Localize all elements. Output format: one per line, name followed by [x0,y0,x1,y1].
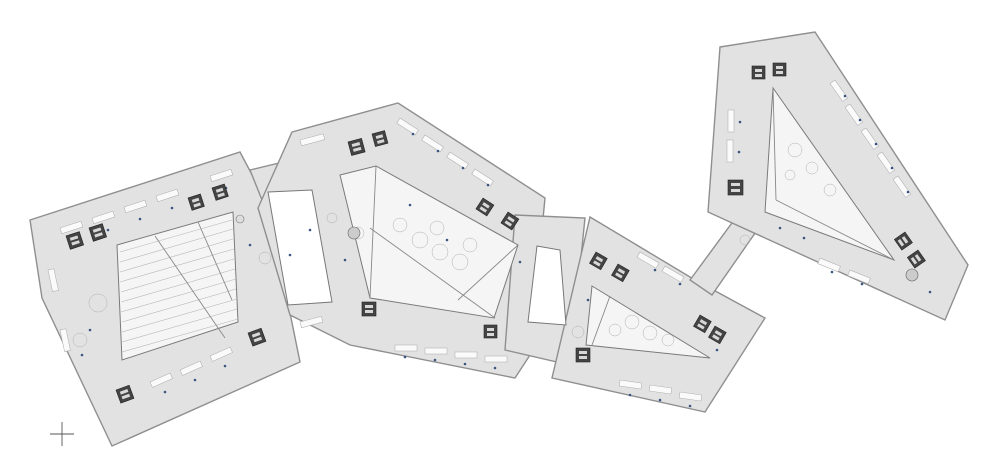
stair-core-icon [115,384,135,404]
chairs [73,94,932,408]
stair-core-icon [589,251,608,271]
north-east-atrium [764,86,896,262]
stair-core-icon [893,231,913,251]
stair-core-icon [906,249,926,269]
center-west-atrium [339,165,519,319]
stair-core-icon [500,211,520,231]
stair-core-icon [88,223,108,242]
stair-core-icon [708,325,727,345]
north-marker-cross-icon [50,422,74,446]
spiral-stairs [235,214,919,282]
stair-core-icon [187,193,205,211]
stair-core-icon [347,138,366,156]
center-east-atrium [585,285,711,359]
middle-light-well [527,245,567,326]
stair-core-icon [65,231,85,250]
north-east-wing-slab [707,31,969,321]
center-east-wing-slab [551,215,766,413]
west-atrium-terraces [119,219,239,353]
west-atrium [116,211,239,361]
stair-core-icon [727,179,744,196]
stair-core-icon [751,65,766,80]
stair-core-icon [693,314,712,334]
stair-core-icon [483,324,498,339]
workstation-rows [47,79,911,402]
stair-core-icon [772,62,787,77]
stair-core-icon [575,347,591,363]
atria [116,86,896,361]
stair-core-icon [475,197,495,217]
stair-core-icon [611,263,630,283]
stair-core-icon [211,183,229,201]
stair-core-icon [247,327,267,347]
cores [65,62,926,404]
atrium-lines [369,87,895,346]
stair-core-icon [361,301,377,317]
west-light-well [267,189,333,306]
stair-core-icon [371,130,389,147]
